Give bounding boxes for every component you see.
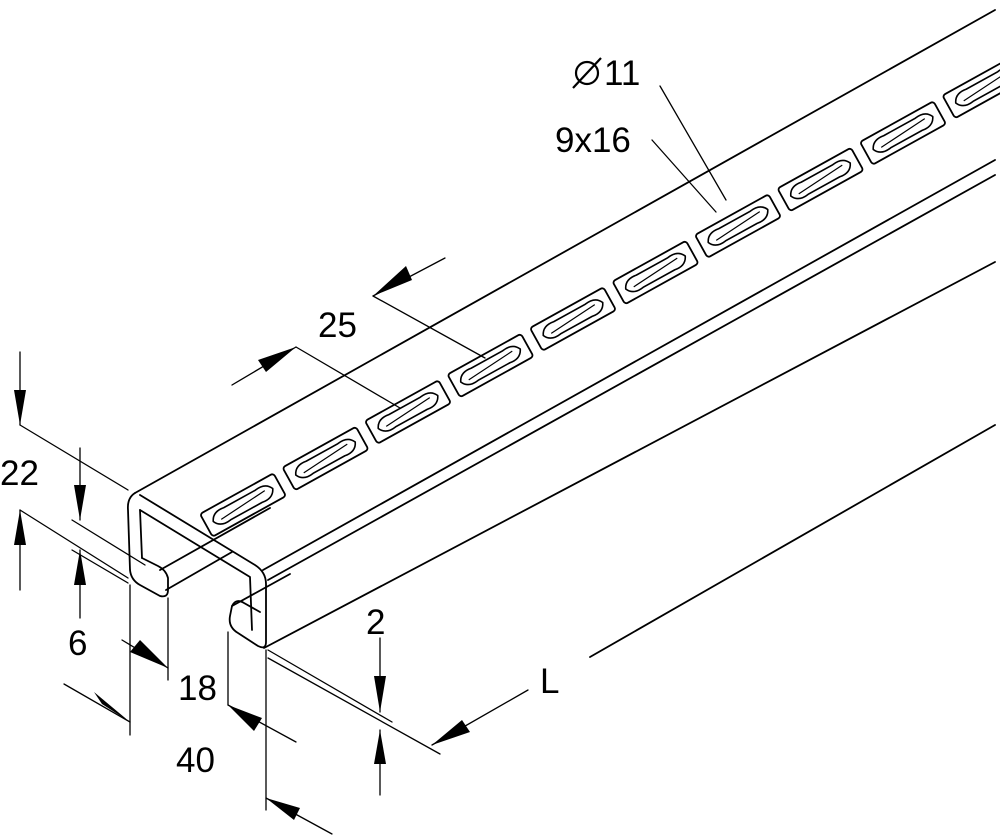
label-opening: 18 — [178, 669, 217, 708]
slot — [282, 426, 369, 491]
slot — [942, 54, 1000, 119]
ext-2-top — [267, 649, 393, 723]
label-thickness: 2 — [366, 603, 385, 642]
label-slot-size: 9x16 — [555, 121, 631, 160]
slot-row — [200, 54, 1000, 537]
arrow-L — [432, 720, 470, 745]
slot — [777, 147, 864, 212]
leader-9x16 — [651, 139, 717, 213]
arrow-18-right — [228, 705, 262, 731]
ext-25-right — [372, 295, 486, 359]
dimension-labels: 11 9x16 25 22 6 18 40 2 L — [0, 54, 640, 780]
inner-lip-left — [159, 507, 271, 571]
label-pitch: 25 — [318, 306, 357, 345]
label-lip: 6 — [68, 624, 87, 663]
profile-front-right — [139, 494, 267, 649]
slot — [200, 473, 286, 537]
top-front-fillet-edge — [267, 174, 996, 581]
arrow-6-up — [74, 550, 86, 585]
arrow-2-up — [374, 730, 386, 764]
profile-front-left — [126, 492, 169, 598]
arrow-18-left — [130, 640, 168, 668]
label-length: L — [540, 662, 559, 701]
arrow-6-down — [74, 485, 86, 520]
label-hole-diameter: 11 — [604, 54, 640, 93]
slot — [612, 240, 699, 305]
arrow-22-down — [14, 390, 26, 425]
slot — [530, 287, 616, 351]
dim-40-left — [63, 683, 131, 723]
arrow-2-down — [374, 676, 386, 712]
ext-25-left — [295, 346, 401, 409]
channel-profile — [126, 9, 996, 658]
arrow-25-left — [258, 347, 296, 372]
ext-22-bottom — [19, 509, 129, 579]
inner-lip-left-bottom — [165, 551, 233, 591]
ext-6-top — [71, 519, 146, 566]
side-bottom-edge — [263, 261, 996, 649]
ext-6-bottom — [71, 549, 129, 584]
leader-11 — [659, 85, 727, 201]
arrow-22-up — [14, 510, 26, 545]
top-front-edge — [262, 159, 996, 571]
ext-22-top — [19, 424, 129, 491]
slot — [860, 101, 946, 165]
label-width: 40 — [176, 741, 215, 780]
inner-lip-right — [231, 573, 291, 607]
arrow-25-right — [373, 266, 412, 296]
slot — [447, 333, 534, 398]
profile-inner-left — [139, 509, 143, 559]
label-height: 22 — [0, 454, 39, 493]
dimension-lines — [14, 85, 727, 835]
top-rear-edge — [134, 9, 996, 494]
arrow-40-left — [94, 692, 130, 722]
slot — [695, 194, 781, 258]
arrow-40-right — [266, 798, 300, 820]
profile-inner-top — [139, 509, 253, 631]
ext-2-bottom — [267, 657, 441, 755]
diameter-icon — [572, 57, 602, 89]
slot — [365, 380, 451, 444]
far-rear-edge — [589, 424, 996, 658]
